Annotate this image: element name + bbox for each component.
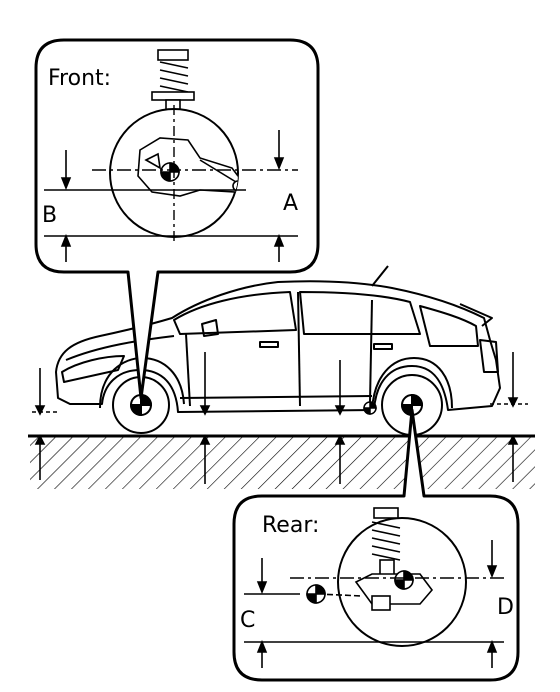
antenna xyxy=(371,265,389,287)
rear-door-line xyxy=(369,299,373,403)
dimension-d-label: D xyxy=(497,595,514,620)
dimension-c-label: C xyxy=(240,608,255,633)
ground-hatching xyxy=(30,437,535,489)
dimension-b-label: B xyxy=(42,203,57,228)
ground xyxy=(28,434,535,489)
dimension-b: B xyxy=(42,150,72,262)
rear-measuring-point xyxy=(363,401,377,415)
front-label: Front: xyxy=(48,66,111,91)
dimension-c: C xyxy=(240,558,268,668)
rear-callout: Rear: xyxy=(232,408,520,682)
hood-crease xyxy=(65,335,175,361)
b-pillar-line xyxy=(297,291,301,407)
dimension-d: D xyxy=(486,540,514,668)
rear-label: Rear: xyxy=(262,513,319,538)
quarter-window xyxy=(419,305,479,347)
rear-wheel-arch xyxy=(371,357,453,411)
front-callout: Front: xyxy=(34,38,320,400)
rear-window xyxy=(299,291,421,335)
dimension-a-label: A xyxy=(283,191,298,216)
dimension-a: A xyxy=(273,130,298,262)
rear-reference-lines xyxy=(244,577,504,643)
side-mirror xyxy=(201,319,219,337)
front-wheel xyxy=(112,376,170,434)
car-dimension-arrows xyxy=(32,352,528,484)
rear-spoiler xyxy=(459,303,493,327)
rear-hub-icon xyxy=(354,570,434,611)
rear-pivot-icon xyxy=(306,584,363,604)
front-window xyxy=(173,291,297,335)
front-reference-lines xyxy=(44,105,298,244)
rear-wheel xyxy=(381,374,443,436)
tail-light xyxy=(479,339,499,373)
front-door-handle xyxy=(259,341,279,348)
rear-door-handle xyxy=(373,343,393,350)
front-door-line xyxy=(185,333,191,407)
rocker-line xyxy=(179,395,373,399)
